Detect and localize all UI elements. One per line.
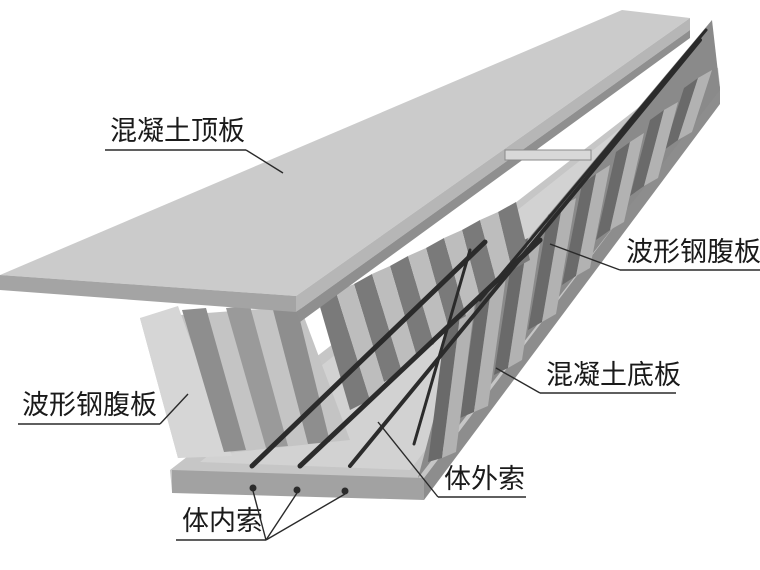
label-top-slab-text: 混凝土顶板 (110, 116, 245, 147)
label-internal-tendon-text: 体内索 (182, 506, 263, 537)
label-external-tendon-text: 体外索 (444, 464, 525, 495)
label-internal-tendon: 体内索 (176, 491, 345, 540)
label-bottom-slab-text: 混凝土底板 (546, 360, 681, 391)
diaphragm-strut (505, 150, 591, 160)
label-web-right-text: 波形钢腹板 (626, 237, 760, 268)
label-top-slab: 混凝土顶板 (105, 116, 283, 173)
label-web-left-text: 波形钢腹板 (22, 390, 157, 421)
